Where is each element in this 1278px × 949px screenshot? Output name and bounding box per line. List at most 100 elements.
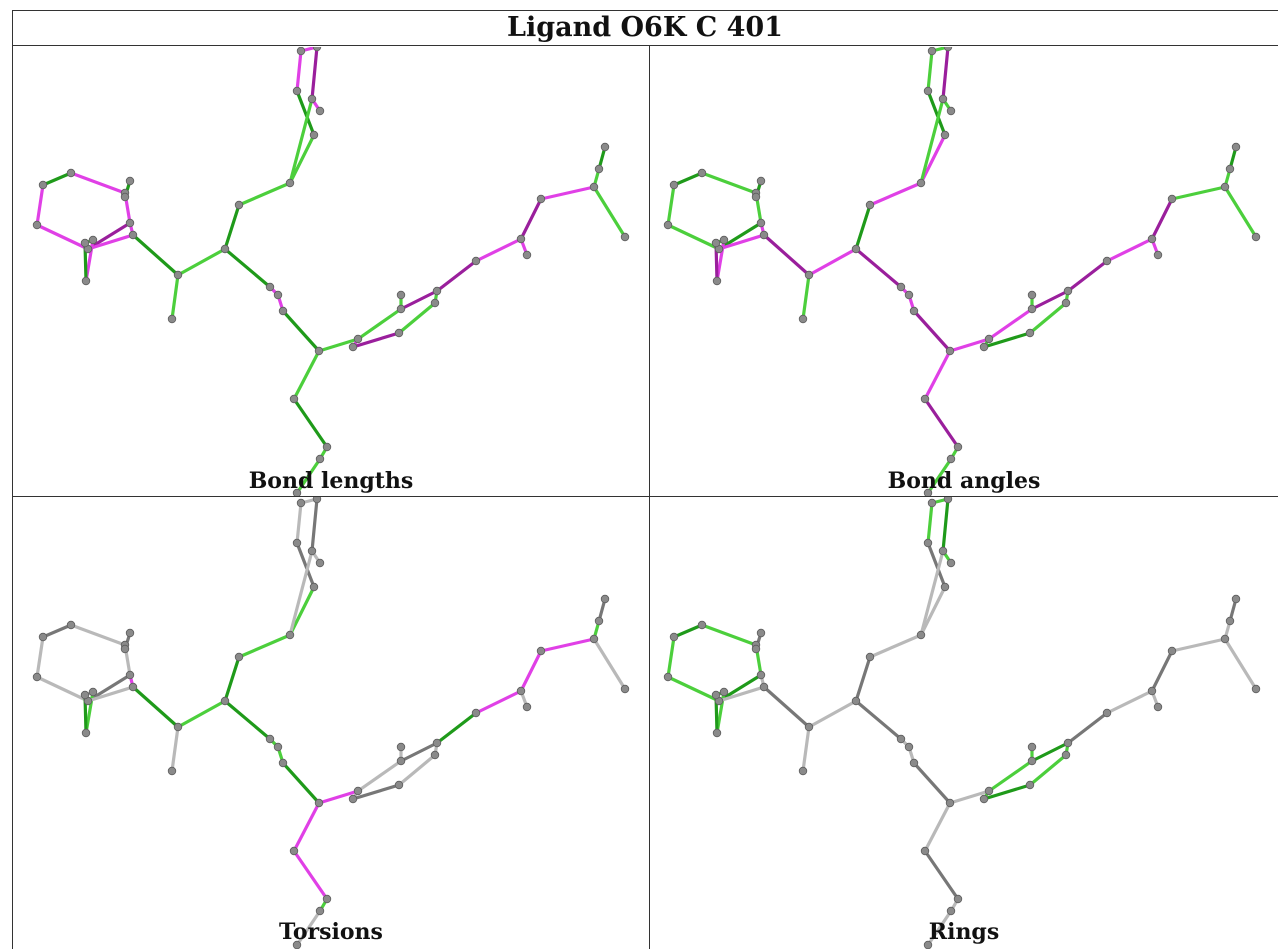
atom-t4 (600, 142, 610, 152)
atom-b6 (1061, 750, 1071, 760)
caption-bond-lengths: Bond lengths (248, 468, 414, 494)
atom-n1 (265, 734, 275, 744)
bond-p4-c5 (919, 97, 945, 185)
bond-b3-b5 (399, 289, 439, 311)
atom-m1 (945, 346, 955, 356)
bond-k2-t1 (1150, 649, 1174, 693)
atom-d4 (292, 488, 302, 496)
bond-f4-c1 (131, 685, 180, 729)
atom-p3 (312, 497, 322, 504)
bond-c1-c2 (801, 273, 811, 321)
caption-bond-angles: Bond angles (887, 468, 1041, 494)
atom-r2 (697, 620, 707, 630)
atom-c5 (285, 178, 295, 188)
atom-s2 (751, 192, 761, 202)
atom-r6 (663, 672, 673, 682)
atom-b5 (432, 738, 442, 748)
atom-n1 (896, 282, 906, 292)
molecule-torsions (32, 497, 630, 949)
bond-b5-k1 (435, 711, 478, 745)
bond-c3-n1 (854, 247, 903, 289)
atom-k2 (516, 234, 526, 244)
atom-b6 (1061, 298, 1071, 308)
molecule-bond-angles (663, 47, 1261, 496)
atom-f4 (128, 230, 138, 240)
atom-b3 (396, 304, 406, 314)
atom-d1 (289, 846, 299, 856)
panel-rings: Rings (650, 497, 1278, 949)
bond-r2-r3 (69, 171, 127, 195)
atom-t1 (536, 646, 546, 656)
atom-t5 (1251, 232, 1261, 242)
bond-t2-t5 (1223, 637, 1258, 691)
bond-k1-k2 (474, 689, 523, 715)
atom-b5 (1063, 738, 1073, 748)
bond-p4-c5 (919, 549, 945, 637)
atom-b5 (1063, 286, 1073, 296)
atom-p4 (938, 546, 948, 556)
bond-b1-b3 (356, 759, 403, 793)
bond-d3-d4 (926, 457, 953, 495)
bond-t1-t2 (539, 185, 596, 201)
atom-c6 (309, 582, 319, 592)
atom-b2 (348, 342, 358, 352)
atom-s1 (125, 176, 135, 186)
bond-k1-k2 (474, 237, 523, 263)
bond-c3-c4 (854, 655, 872, 703)
bond-b4-b6 (397, 753, 437, 787)
atom-c4 (234, 652, 244, 662)
atom-t3 (1225, 616, 1235, 626)
atom-c1 (173, 722, 183, 732)
bond-b2-b4 (351, 331, 401, 349)
panel-bond-lengths: Bond lengths (13, 47, 649, 496)
bond-c1-c3 (176, 699, 227, 729)
bond-p3-p4 (941, 47, 950, 101)
bond-t2-t5 (1223, 185, 1258, 239)
bond-m1-d1 (923, 801, 952, 853)
bond-b2-b4 (351, 783, 401, 801)
bond-d1-d2 (292, 397, 329, 449)
atom-f3 (81, 276, 91, 286)
bond-b2-b4 (982, 331, 1032, 349)
atom-d1 (289, 394, 299, 404)
atom-d3 (946, 454, 956, 464)
atom-p4 (307, 546, 317, 556)
atom-n2 (273, 742, 283, 752)
atom-c6 (940, 130, 950, 140)
bond-n3-m1 (912, 761, 952, 805)
bond-k2-t1 (1150, 197, 1174, 241)
bond-k2-t1 (519, 649, 543, 693)
bond-b1-b3 (987, 759, 1034, 793)
atom-b6 (430, 298, 440, 308)
bond-c1-c2 (170, 273, 180, 321)
bond-k1-k2 (1105, 237, 1154, 263)
bond-p4-c5 (288, 97, 314, 185)
bond-r5-f4 (717, 233, 766, 251)
atom-k2 (1147, 234, 1157, 244)
atom-d3 (315, 906, 325, 916)
bond-r4-r5 (717, 673, 763, 703)
atom-c3 (851, 696, 861, 706)
atom-c2 (798, 766, 808, 776)
atom-c5 (916, 630, 926, 640)
bond-b1-b3 (356, 307, 403, 341)
atom-f3 (81, 728, 91, 738)
atom-s2 (120, 644, 130, 654)
atom-p3 (943, 497, 953, 504)
bond-t2-t5 (592, 637, 627, 691)
atom-f1 (80, 690, 90, 700)
atom-p1 (923, 86, 933, 96)
bond-m1-d1 (292, 349, 321, 401)
atom-d2 (953, 894, 963, 904)
atom-r1 (669, 632, 679, 642)
bond-m1-d1 (292, 801, 321, 853)
bond-c3-n1 (223, 247, 272, 289)
atom-t5 (620, 684, 630, 694)
bond-r5-f4 (717, 685, 766, 703)
bond-c6-p1 (295, 541, 316, 589)
bond-c1-c3 (807, 699, 858, 729)
bond-c4-c5 (868, 633, 923, 659)
atom-r6 (663, 220, 673, 230)
atom-r2 (697, 168, 707, 178)
bond-r5-f4 (86, 685, 135, 703)
